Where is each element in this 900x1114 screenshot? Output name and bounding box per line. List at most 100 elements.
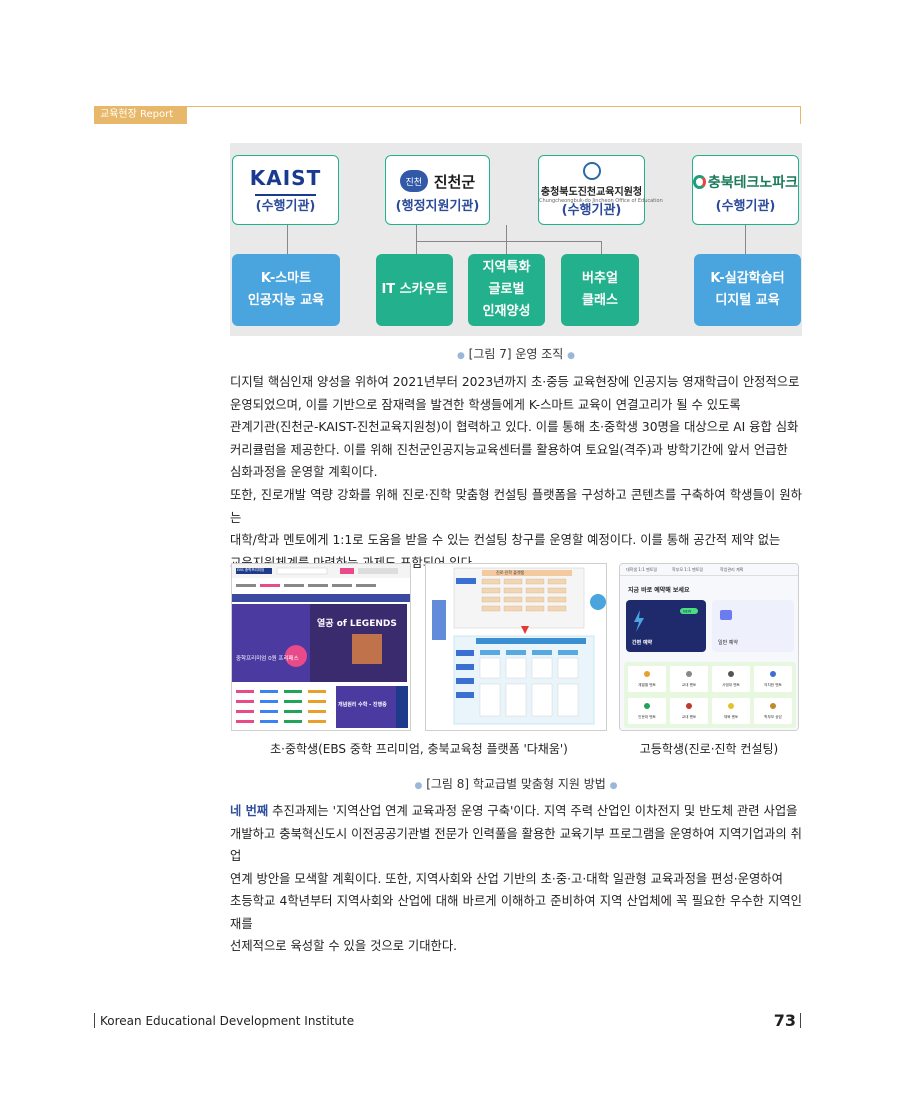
ebs-logo-text: EBS 중학프리미엄 <box>237 567 264 572</box>
ebs-card-title: 개념원리 수학 - 진행중 <box>338 701 387 708</box>
program-line: 클래스 <box>582 293 618 308</box>
jincheon-logo: 진천 진천군 <box>386 170 489 192</box>
text-line: 디지털 핵심인재 양성을 위하여 2021년부터 2023년까지 초·중등 교육… <box>230 375 800 389</box>
platform-title: 진로·진학 플랫폼 <box>496 569 525 575</box>
quick-reserve-label: 간편 예약 <box>632 639 653 646</box>
mentor-label: 교대 멘토 <box>682 714 697 719</box>
mentor-label: 체육 멘토 <box>724 714 739 719</box>
figure8-caption-text: [그림 8] 학교급별 맞춤형 지원 방법 <box>426 777 606 791</box>
program-line: 글로벌 <box>488 282 525 297</box>
bullet-icon: ● <box>609 781 618 791</box>
bullet-icon: ● <box>456 351 465 361</box>
consult-tab: 학업관리 계획 <box>720 566 744 572</box>
text-line: 대학/학과 멘토에게 1:1로 도움을 받을 수 있는 컨설팅 창구를 운영할 … <box>230 533 781 547</box>
connector-global <box>506 241 507 254</box>
figure8-subcaption-left: 초·중학생(EBS 중학 프리미엄, 충북교육청 플랫폼 '다채움') <box>270 742 568 756</box>
section-tag: 교육현장 Report <box>94 106 187 124</box>
consulting-graphic: 대학생 1:1 멘토링 학부모 1:1 멘토링 학업관리 계획 지금 바로 예약… <box>620 564 798 730</box>
org-chart-figure: KAIST (수행기관) 진천 진천군 (행정지원기관) 충청북도진천교육지원청… <box>230 143 802 336</box>
normal-reserve-label: 일반 예약 <box>718 639 738 646</box>
org-education-office: 충청북도진천교육지원청 Chungcheongbuk-do Jincheon O… <box>538 155 663 225</box>
mentor-label: 계열별 멘토 <box>638 682 656 687</box>
text-span: 추진과제는 '지역산업 연계 교육과정 운영 구축'이다. 지역 주력 산업인 … <box>268 804 798 818</box>
consult-tab: 학부모 1:1 멘토링 <box>672 566 703 572</box>
paragraph-2: 또한, 진로개발 역량 강화를 위해 진로·진학 맞춤형 컨설팅 플랫폼을 구성… <box>230 484 802 574</box>
connector-virtual <box>601 241 602 254</box>
text-line: 연계 방안을 모색할 계획이다. 또한, 지역사회와 산업 기반의 초·중·고·… <box>230 871 783 886</box>
text-line: 개발하고 충북혁신도시 이전공공기관별 전문가 인력풀을 활용한 교육기부 프로… <box>230 826 802 864</box>
text-line: 커리큘럼을 제공한다. 이를 위해 진천군인공지능교육센터를 활용하여 토요일(… <box>230 442 788 457</box>
footer-rule-right <box>800 1013 801 1028</box>
technopark-emblem-icon <box>693 175 706 189</box>
org-role: (수행기관) <box>715 199 776 214</box>
text-line: 관계기관(진천군-KAIST-진천교육지원청)이 협력하고 있다. 이를 통해 … <box>230 420 799 434</box>
connector-it <box>416 241 417 254</box>
new-badge: NEW <box>683 610 692 614</box>
platform-diagram-screenshot: 진로·진학 플랫폼 <box>425 563 607 731</box>
text-line: 초등학교 4학년부터 지역사회와 산업에 대해 바르게 이해하고 준비하여 지역… <box>230 894 802 931</box>
figure7-caption: ● [그림 7] 운영 조직 ● <box>230 345 802 362</box>
ebs-screenshot: EBS 중학프리미엄 열공 of LEGENDS 중학프리미엄 0원 프리패스 … <box>231 563 411 731</box>
program-line: 인재양성 <box>482 304 531 319</box>
connector-office <box>506 225 507 241</box>
bullet-icon: ● <box>414 781 423 791</box>
text-line: 네 번째 추진과제는 '지역산업 연계 교육과정 운영 구축'이다. 지역 주력… <box>230 800 802 823</box>
org-role: (행정지원기관) <box>395 199 480 214</box>
figure8-subcaption-right: 고등학생(진로·진학 컨설팅) <box>639 742 779 756</box>
platform-diagram-graphic: 진로·진학 플랫폼 <box>432 567 606 725</box>
text-line: 운영되었으며, 이를 기반으로 잠재력을 발견한 학생들에게 K-스마트 교육이… <box>230 397 741 412</box>
text-line: 심화과정을 운영할 계획이다. <box>230 465 378 479</box>
org-role: (수행기관) <box>255 199 316 214</box>
technopark-logo: 충북테크노파크 <box>693 172 798 192</box>
org-jincheon: 진천 진천군 (행정지원기관) <box>385 155 490 225</box>
consult-prompt: 지금 바로 예약해 보세요 <box>628 586 690 594</box>
highlight-text: 네 번째 <box>230 804 269 818</box>
footer-rule-left <box>94 1013 95 1028</box>
program-line: 인공지능 교육 <box>247 293 325 308</box>
org-role: (수행기관) <box>561 203 622 218</box>
program-line: K-스마트 <box>260 271 312 286</box>
mentor-label: 학부모 상담 <box>764 714 782 719</box>
mentor-label: 인문대 멘토 <box>638 714 656 719</box>
connector-horizontal <box>416 241 602 242</box>
org-kaist: KAIST (수행기관) <box>232 155 339 225</box>
org-technopark: 충북테크노파크 (수행기관) <box>692 155 799 225</box>
connector-jincheon <box>416 225 417 241</box>
program-line: 지역특화 <box>482 260 531 275</box>
mentor-label: 사범대 멘토 <box>722 682 740 687</box>
paragraph-3: 네 번째 추진과제는 '지역산업 연계 교육과정 운영 구축'이다. 지역 주력… <box>230 800 802 958</box>
jincheon-logo-text: 진천군 <box>433 172 476 191</box>
consult-tab: 대학생 1:1 멘토링 <box>626 566 657 572</box>
education-office-name: 충청북도진천교육지원청 <box>540 187 643 198</box>
program-line: 버추얼 <box>582 271 618 286</box>
technopark-logo-text: 충북테크노파크 <box>707 175 798 191</box>
text-line: 선제적으로 육성할 수 있을 것으로 기대한다. <box>230 939 458 953</box>
ebs-banner-title: 열공 of LEGENDS <box>317 617 397 629</box>
text-line: 또한, 진로개발 역량 강화를 위해 진로·진학 맞춤형 컨설팅 플랫폼을 구성… <box>230 488 802 525</box>
kaist-logo-bar <box>255 194 316 196</box>
connector-kaist <box>287 225 288 254</box>
ebs-screenshot-graphic: EBS 중학프리미엄 열공 of LEGENDS 중학프리미엄 0원 프리패스 … <box>232 564 410 730</box>
program-line: 디지털 교육 <box>715 293 780 308</box>
education-office-logo: 충청북도진천교육지원청 Chungcheongbuk-do Jincheon O… <box>539 162 663 204</box>
consulting-screenshot: 대학생 1:1 멘토링 학부모 1:1 멘토링 학업관리 계획 지금 바로 예약… <box>619 563 799 731</box>
mentor-label: 교대 멘토 <box>682 682 697 687</box>
connector-technopark <box>745 225 746 254</box>
footer-institute: Korean Educational Development Institute <box>100 1014 355 1028</box>
bullet-icon: ● <box>567 351 576 361</box>
paragraph-1: 디지털 핵심인재 양성을 위하여 2021년부터 2023년까지 초·중등 교육… <box>230 371 802 484</box>
program-line: K-실감학습터 <box>710 271 785 286</box>
figure7-caption-text: [그림 7] 운영 조직 <box>468 347 564 361</box>
education-office-english-name: Chungcheongbuk-do Jincheon Office of Edu… <box>539 198 663 204</box>
ebs-banner-left: 중학프리미엄 0원 프리패스 <box>236 654 299 662</box>
program-line: IT 스카우트 <box>381 282 448 297</box>
header-rule-end <box>800 106 801 124</box>
kaist-logo: KAIST <box>249 166 322 190</box>
mentor-label: 의치한 멘토 <box>764 682 782 687</box>
page-number: 73 <box>773 1011 796 1030</box>
header-rule <box>187 106 801 107</box>
figure8-caption: ● [그림 8] 학교급별 맞춤형 지원 방법 ● <box>230 775 802 792</box>
